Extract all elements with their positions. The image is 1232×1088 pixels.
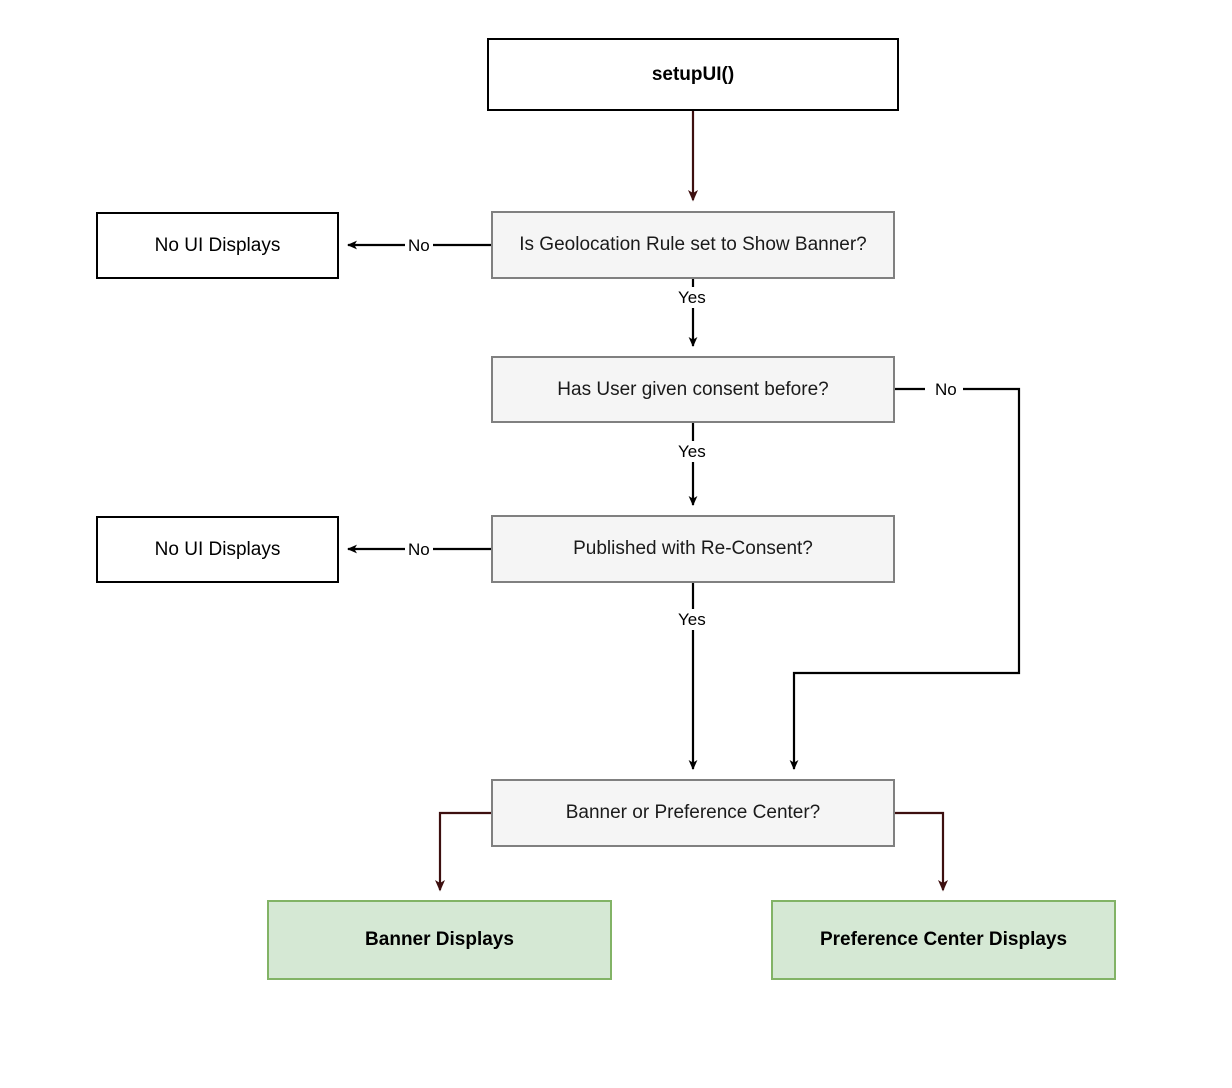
edge-label-yes-re-consent: Yes	[675, 609, 709, 630]
node-no-ui-displays-top[interactable]: No UI Displays	[96, 212, 339, 279]
edge-label-yes-has-consent: Yes	[675, 441, 709, 462]
edge-label-no-re-consent: No	[405, 539, 433, 560]
node-published-with-re-consent-decision[interactable]: Published with Re-Consent?	[491, 515, 895, 583]
node-has-user-given-consent-decision[interactable]: Has User given consent before?	[491, 356, 895, 423]
edge-label-no-geolocation: No	[405, 235, 433, 256]
node-has-user-given-consent-label: Has User given consent before?	[557, 378, 829, 400]
node-setup-ui-label: setupUI()	[651, 63, 735, 85]
node-preference-center-displays[interactable]: Preference Center Displays	[771, 900, 1116, 980]
node-banner-displays-label: Banner Displays	[365, 929, 514, 951]
node-preference-center-displays-label: Preference Center Displays	[819, 929, 1068, 951]
edge-banner-or-pc-to-banner	[435, 811, 491, 892]
node-setup-ui[interactable]: setupUI()	[487, 38, 899, 111]
node-geolocation-rule-label: Is Geolocation Rule set to Show Banner?	[519, 234, 867, 256]
edge-label-no-has-consent: No	[932, 379, 960, 400]
node-banner-or-preference-center-decision[interactable]: Banner or Preference Center?	[491, 779, 895, 847]
edge-banner-or-pc-to-preference-center	[895, 811, 948, 892]
node-no-ui-displays-top-label: No UI Displays	[154, 234, 281, 256]
edge-label-yes-geolocation: Yes	[675, 287, 709, 308]
node-banner-or-preference-center-label: Banner or Preference Center?	[565, 802, 821, 824]
node-published-with-re-consent-label: Published with Re-Consent?	[573, 538, 813, 560]
node-no-ui-displays-bottom[interactable]: No UI Displays	[96, 516, 339, 583]
node-geolocation-rule-decision[interactable]: Is Geolocation Rule set to Show Banner?	[491, 211, 895, 279]
node-banner-displays[interactable]: Banner Displays	[267, 900, 612, 980]
node-no-ui-displays-bottom-label: No UI Displays	[154, 538, 281, 560]
